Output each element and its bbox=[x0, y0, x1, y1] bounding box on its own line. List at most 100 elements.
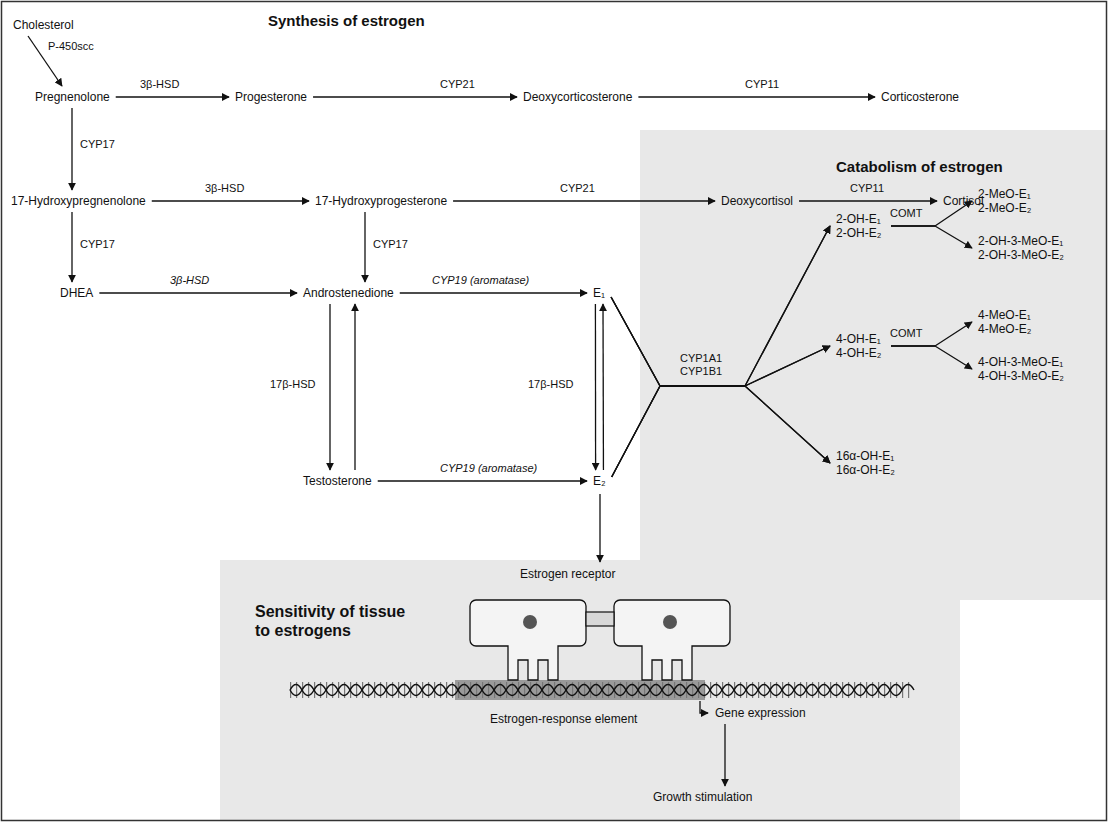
compound-text: 17-Hydroxypregnenolone bbox=[11, 194, 146, 208]
reaction-arrow bbox=[71, 108, 72, 190]
enzyme-label: CYP11 bbox=[745, 78, 779, 91]
enzyme-label: 17β-HSD bbox=[528, 378, 573, 391]
ligand-symbol bbox=[523, 615, 537, 629]
compound-name: Androstenedione bbox=[300, 285, 397, 301]
compound-name: 2-OH-E₁ 2-OH-E₂ bbox=[833, 211, 888, 241]
compound-text: 2-OH-3-MeO-E₁ 2-OH-3-MeO-E₂ bbox=[978, 234, 1068, 262]
enzyme-label: 3β-HSD bbox=[170, 274, 209, 287]
enzyme-label: CYP21 bbox=[560, 182, 595, 195]
enzyme-label: COMT bbox=[890, 327, 922, 340]
compound-text: 2-MeO-E₁ 2-MeO-E₂ bbox=[978, 187, 1035, 215]
compound-name: 17-Hydroxypregnenolone bbox=[8, 193, 149, 209]
compound-name: E₂ bbox=[590, 473, 609, 489]
compound-name: Growth stimulation bbox=[650, 789, 755, 805]
reaction-arrow bbox=[71, 212, 72, 282]
compound-name: Progesterone bbox=[232, 89, 310, 105]
enzyme-label: CYP21 bbox=[440, 78, 475, 91]
enzyme-label: CYP11 bbox=[850, 182, 884, 195]
reaction-arrow bbox=[99, 292, 297, 293]
reaction-arrow bbox=[638, 96, 875, 97]
ligand-symbol bbox=[663, 615, 677, 629]
part-label: Estrogen-response element bbox=[490, 712, 637, 726]
compound-name: E₁ bbox=[590, 285, 608, 301]
reaction-arrow bbox=[595, 304, 596, 470]
reaction-arrow bbox=[378, 480, 587, 481]
reaction-arrow bbox=[891, 346, 972, 369]
compound-text: DHEA bbox=[60, 286, 93, 300]
compound-text: Corticosterone bbox=[881, 90, 959, 104]
compound-text: E₂ bbox=[593, 474, 606, 488]
compound-text: Progesterone bbox=[235, 90, 307, 104]
compound-text: 4-MeO-E₁ 4-MeO-E₂ bbox=[978, 308, 1035, 336]
compound-text: Growth stimulation bbox=[653, 790, 752, 804]
enzyme-label: CYP17 bbox=[80, 138, 115, 151]
compound-name: Deoxycorticosterone bbox=[520, 89, 635, 105]
reaction-arrow bbox=[891, 322, 972, 346]
enzyme-label: P-450scc bbox=[48, 40, 94, 53]
compound-name: Pregnenolone bbox=[32, 89, 113, 105]
compound-name: DHEA bbox=[57, 285, 96, 301]
enzyme-label: CYP19 (aromatase) bbox=[432, 274, 529, 287]
compound-text: Deoxycortisol bbox=[721, 194, 793, 208]
reaction-arrow bbox=[152, 200, 309, 201]
reaction-arrow bbox=[612, 386, 830, 477]
compound-name: 2-MeO-E₁ 2-MeO-E₂ bbox=[975, 186, 1038, 216]
compound-text: Pregnenolone bbox=[35, 90, 110, 104]
compound-name: Gene expression bbox=[712, 705, 809, 721]
compound-name: 16α-OH-E₁ 16α-OH-E₂ bbox=[833, 448, 901, 478]
compound-name: Cholesterol bbox=[10, 17, 77, 33]
compound-text: Cholesterol bbox=[13, 18, 74, 32]
compound-text: Gene expression bbox=[715, 706, 806, 720]
shaded-ground bbox=[220, 130, 1106, 820]
enzyme-label: CYP17 bbox=[373, 238, 408, 251]
compound-name: 4-OH-E₁ 4-OH-E₂ bbox=[833, 331, 888, 361]
reaction-arrow bbox=[612, 226, 830, 477]
compound-text: 4-OH-E₁ 4-OH-E₂ bbox=[836, 332, 885, 360]
binding-arrow bbox=[599, 494, 600, 562]
enzyme-label: CYP17 bbox=[80, 238, 115, 251]
enzyme-label: 17β-HSD bbox=[270, 378, 315, 391]
compound-name: Corticosterone bbox=[878, 89, 962, 105]
reaction-arrow bbox=[612, 346, 830, 477]
compound-name: Testosterone bbox=[300, 473, 375, 489]
compound-text: 2-OH-E₁ 2-OH-E₂ bbox=[836, 212, 885, 240]
compound-name: 2-OH-3-MeO-E₁ 2-OH-3-MeO-E₂ bbox=[975, 233, 1071, 263]
reaction-arrow bbox=[354, 304, 355, 470]
section-heading: Synthesis of estrogen bbox=[268, 12, 425, 30]
reaction-arrow bbox=[116, 96, 229, 97]
reaction-arrow bbox=[602, 304, 604, 470]
compound-name: 4-OH-3-MeO-E₁ 4-OH-3-MeO-E₂ bbox=[975, 354, 1071, 384]
compound-text: 16α-OH-E₁ 16α-OH-E₂ bbox=[836, 449, 898, 477]
section-heading: Sensitivity of tissue to estrogens bbox=[255, 602, 409, 640]
compound-text: Testosterone bbox=[303, 474, 372, 488]
reaction-arrow bbox=[799, 200, 937, 201]
enzyme-label: COMT bbox=[890, 207, 922, 220]
connector-group bbox=[28, 36, 972, 786]
reaction-arrow bbox=[611, 297, 830, 386]
reaction-arrow bbox=[313, 96, 517, 97]
compound-text: Deoxycorticosterone bbox=[523, 90, 632, 104]
expression-arrow bbox=[700, 701, 708, 713]
reaction-arrow bbox=[891, 226, 972, 248]
receptor-monomer bbox=[614, 600, 730, 680]
compound-text: E₁ bbox=[593, 286, 605, 300]
compound-name: 17-Hydroxyprogesterone bbox=[312, 193, 450, 209]
part-label: Estrogen receptor bbox=[520, 567, 615, 581]
enzyme-label: 3β-HSD bbox=[140, 78, 179, 91]
dimer-bridge bbox=[586, 612, 614, 626]
section-heading: Catabolism of estrogen bbox=[836, 158, 1003, 176]
enzyme-label: CYP1A1 CYP1B1 bbox=[680, 352, 726, 378]
enzyme-label: CYP19 (aromatase) bbox=[440, 462, 537, 475]
reaction-arrow bbox=[453, 200, 715, 201]
reaction-arrow bbox=[611, 297, 830, 463]
enzyme-label: 3β-HSD bbox=[205, 182, 244, 195]
dna-strand bbox=[290, 685, 902, 696]
dna-strand bbox=[290, 685, 914, 696]
reaction-arrow bbox=[329, 304, 330, 470]
compound-text: 4-OH-3-MeO-E₁ 4-OH-3-MeO-E₂ bbox=[978, 355, 1068, 383]
dna-rungs bbox=[290, 682, 914, 698]
receptor-monomer bbox=[470, 600, 586, 680]
